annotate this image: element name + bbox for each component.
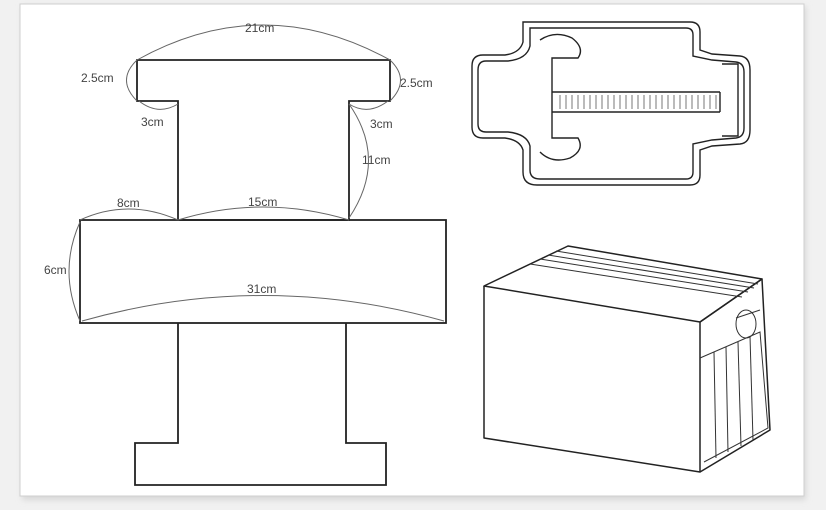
- label-top-right-height: 2.5cm: [400, 76, 433, 90]
- box-roll-band: [735, 309, 761, 319]
- box-sleeve-line-3: [737, 341, 742, 447]
- fold-outer-shell: [471, 21, 751, 186]
- label-band-width: 31cm: [247, 282, 276, 296]
- arc-left-flap: [79, 208, 179, 221]
- dimension-labels: 21cm 2.5cm 2.5cm 3cm 3cm 11cm 8cm 15cm 6…: [44, 21, 433, 296]
- box-sleeve-line-4: [749, 335, 754, 441]
- label-band-height: 6cm: [44, 263, 67, 277]
- box-front-face: [483, 286, 701, 473]
- bottom-cap-outline: [134, 323, 387, 486]
- arc-right-notch: [348, 100, 389, 110]
- label-top-left-height: 2.5cm: [81, 71, 114, 85]
- label-stem-width: 15cm: [248, 195, 277, 209]
- arc-stem-width: [177, 206, 350, 221]
- arc-band-width: [81, 295, 445, 322]
- label-top-width: 21cm: [245, 21, 274, 35]
- arc-left-notch: [138, 100, 179, 110]
- box-strap-1: [539, 258, 749, 293]
- middle-band: [79, 219, 447, 324]
- box-details: [529, 250, 769, 463]
- arc-top-right-height: [389, 59, 401, 102]
- box-strap-3: [555, 250, 759, 285]
- label-left-flap-width: 8cm: [117, 196, 140, 210]
- arc-band-height: [68, 221, 81, 322]
- dimension-arcs: [68, 24, 445, 322]
- fold-hatch: [559, 95, 717, 109]
- fold-left-hook: [539, 33, 582, 161]
- box-strap-4: [529, 263, 743, 298]
- fold-right-latch: [722, 63, 739, 137]
- box-side-face: [699, 278, 771, 473]
- label-right-notch: 3cm: [370, 117, 393, 131]
- arc-top-left-height: [126, 59, 138, 102]
- arc-top-width: [136, 24, 391, 61]
- box-sleeve-line-1: [713, 351, 717, 459]
- folding-diagram: [471, 21, 751, 186]
- label-left-notch: 3cm: [141, 115, 164, 129]
- box-sleeve-line-2: [725, 346, 729, 453]
- label-upper-stem-height: 11cm: [362, 153, 390, 167]
- box-sleeve: [699, 331, 769, 463]
- fold-inner-shell: [477, 27, 745, 180]
- paper-sheet: [19, 3, 805, 497]
- arc-upper-stem: [348, 103, 369, 219]
- box-strap-2: [547, 254, 755, 289]
